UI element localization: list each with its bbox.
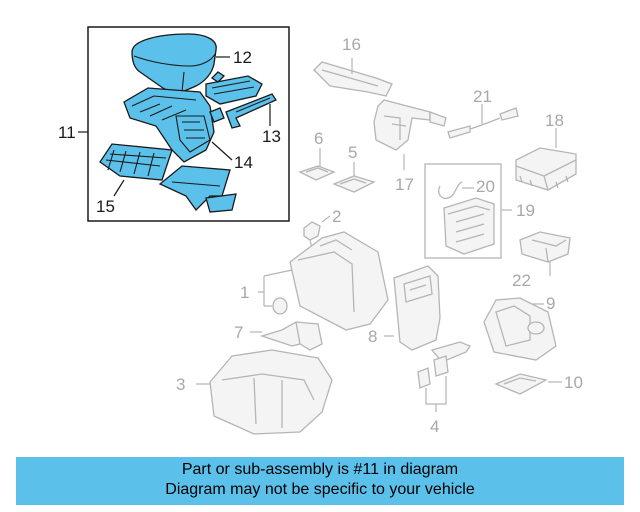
callout-16: 16 (342, 35, 361, 54)
callout-2: 2 (332, 207, 341, 226)
callout-8: 8 (368, 327, 377, 346)
part-16-trim-strip[interactable] (313, 61, 393, 97)
part-8-side-panel[interactable] (393, 265, 441, 351)
callout-11: 11 (58, 123, 76, 142)
callout-22: 22 (512, 271, 531, 290)
callout-14: 14 (234, 153, 253, 172)
callout-21: 21 (473, 87, 492, 106)
callout-20: 20 (476, 177, 495, 196)
part-13-bracket[interactable] (225, 93, 277, 129)
part-22-switch[interactable] (519, 231, 571, 263)
part-4-clips[interactable] (417, 355, 449, 389)
highlight-box (87, 26, 290, 222)
callout-1: 1 (240, 283, 249, 302)
callout-7: 7 (234, 323, 243, 342)
banner-line-1: Part or sub-assembly is #11 in diagram (181, 461, 459, 478)
callout-13: 13 (262, 127, 281, 146)
banner-line-2: Diagram may not be specific to your vehi… (165, 481, 475, 498)
part-7-bracket[interactable] (259, 321, 323, 351)
callout-4: 4 (430, 417, 439, 436)
part-12-armrest-lid[interactable] (131, 33, 217, 94)
part-14-armrest-base[interactable] (123, 87, 225, 163)
callout-19: 19 (516, 201, 535, 220)
part-6-pad[interactable] (298, 165, 336, 181)
part-19-assembly[interactable] (438, 181, 495, 255)
part-bottom-pad[interactable] (158, 165, 237, 213)
callout-18: 18 (545, 111, 564, 130)
part-15-lower-panel[interactable] (99, 143, 173, 181)
callout-17: 17 (395, 175, 414, 194)
part-21-cable[interactable] (447, 107, 519, 139)
part-3-lower-housing[interactable] (209, 349, 333, 435)
part-18-module[interactable] (515, 147, 577, 191)
part-5-pad[interactable] (332, 175, 376, 193)
part-1-console-body[interactable] (272, 231, 389, 331)
callout-15: 15 (96, 197, 115, 216)
callout-12: 12 (233, 48, 252, 67)
highlight-box-19 (424, 163, 502, 259)
part-9-cup-holder[interactable] (483, 297, 557, 361)
callout-9: 9 (546, 294, 555, 313)
info-banner: Part or sub-assembly is #11 in diagram D… (16, 457, 624, 505)
callout-10: 10 (564, 373, 583, 392)
part-17-hinge[interactable] (373, 99, 447, 151)
callout-6: 6 (314, 129, 323, 148)
callout-3: 3 (176, 375, 185, 394)
part-storage-tray[interactable] (205, 71, 263, 105)
callout-5: 5 (348, 143, 357, 162)
part-2-clip[interactable] (303, 221, 321, 249)
part-10-pad[interactable] (494, 373, 548, 395)
